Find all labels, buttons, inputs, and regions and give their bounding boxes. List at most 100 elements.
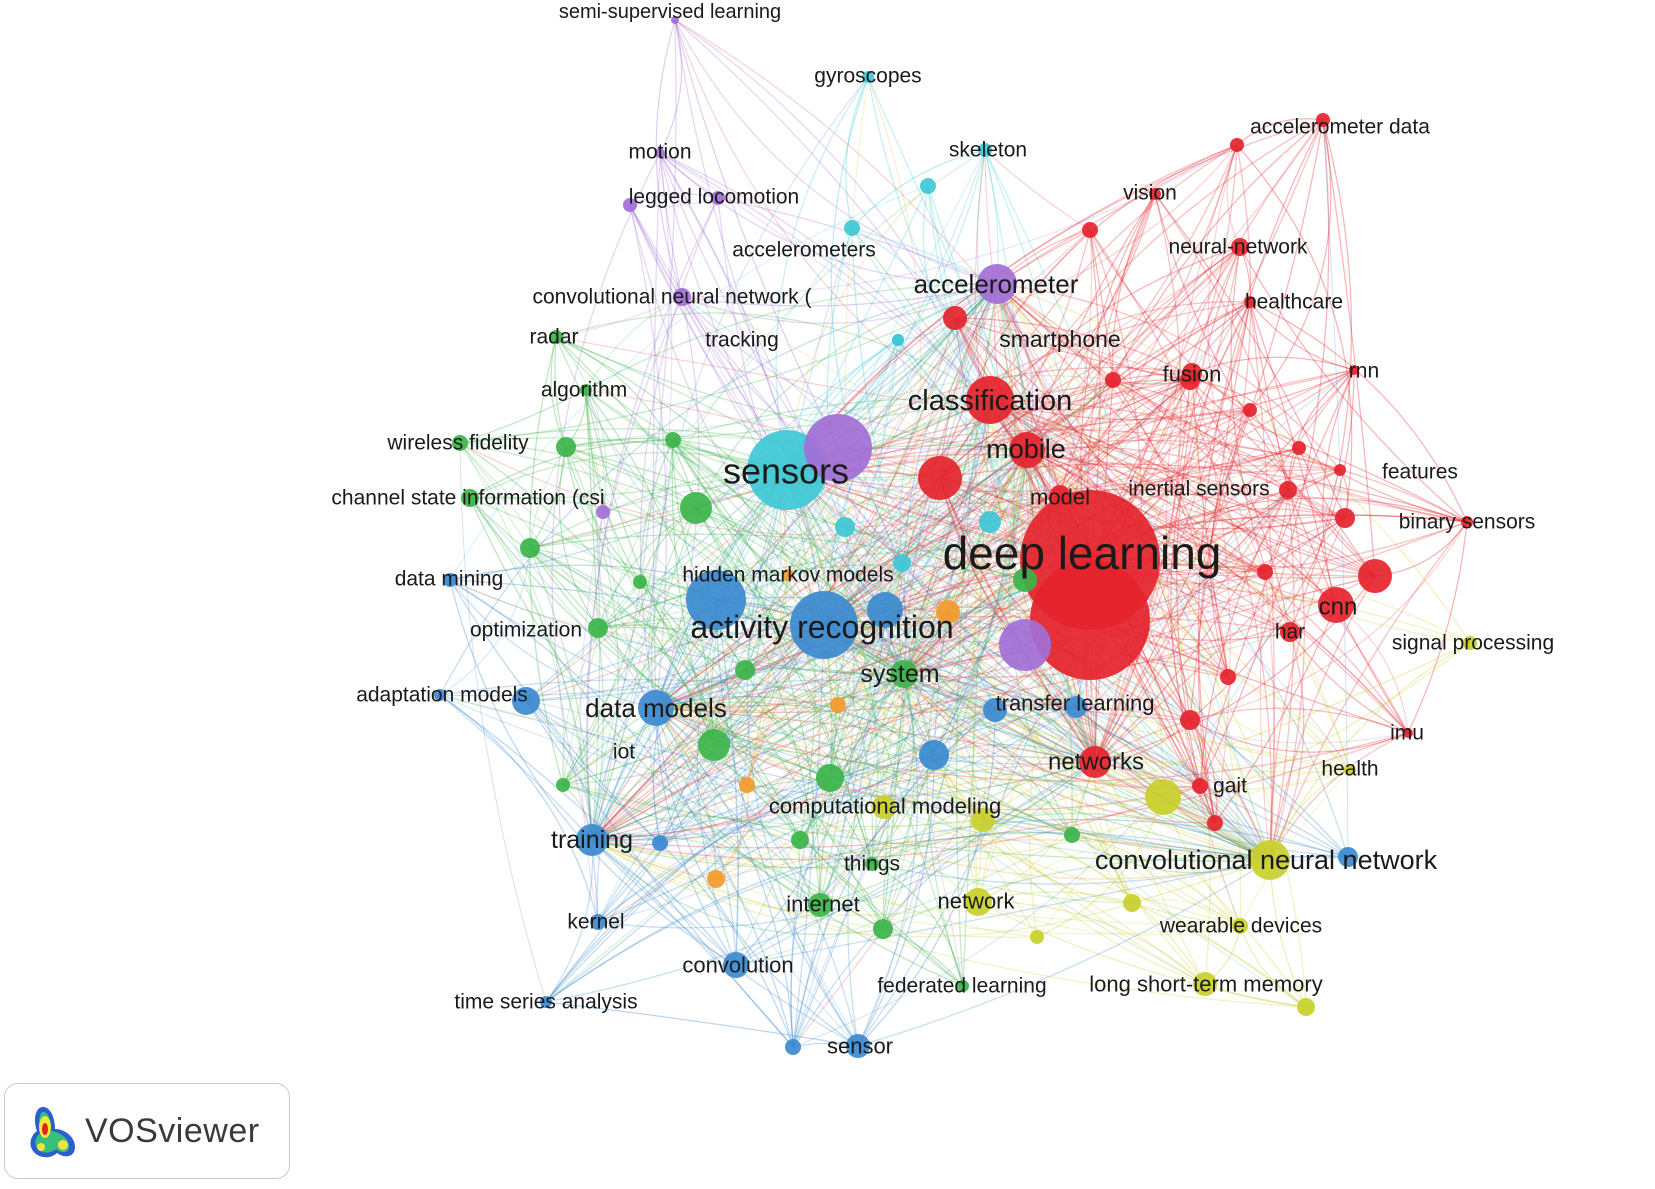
node-algorithm[interactable] — [580, 384, 592, 396]
node-convolutional-neural-network[interactable] — [1250, 840, 1290, 880]
node-things[interactable] — [865, 857, 879, 871]
label-convolution[interactable]: convolution — [682, 953, 793, 978]
node-extra-9[interactable] — [835, 517, 855, 537]
node-extra-47[interactable] — [920, 178, 936, 194]
node-long-short-term-memory[interactable] — [1193, 972, 1217, 996]
node-extra-8[interactable] — [979, 511, 1001, 533]
node-extra-24[interactable] — [971, 808, 995, 832]
label-classification[interactable]: classification — [908, 385, 1072, 417]
node-kernel[interactable] — [590, 914, 606, 930]
node-extra-34[interactable] — [735, 660, 755, 680]
node-extra-26[interactable] — [1297, 998, 1315, 1016]
label-accelerometer[interactable]: accelerometer — [914, 269, 1079, 299]
node-extra-17[interactable] — [1082, 222, 1098, 238]
node-time-series-analysis[interactable] — [540, 996, 552, 1008]
label-computational-modeling[interactable]: computational modeling — [769, 794, 1001, 819]
node-smartphone[interactable] — [943, 306, 967, 330]
node-extra-27[interactable] — [1207, 815, 1223, 831]
node-extra-4[interactable] — [686, 570, 746, 630]
label-accelerometers[interactable]: accelerometers — [732, 239, 876, 262]
node-binary-sensors[interactable] — [1461, 516, 1473, 528]
node-wearable-devices[interactable] — [1232, 918, 1248, 934]
node-data-mining[interactable] — [443, 573, 457, 587]
node-extra-28[interactable] — [1064, 827, 1080, 843]
label-accelerometer-data[interactable]: accelerometer data — [1250, 116, 1430, 139]
label-healthcare[interactable]: healthcare — [1245, 291, 1343, 314]
node-extra-14[interactable] — [1257, 564, 1273, 580]
label-legged-locomotion[interactable]: legged locomotion — [629, 186, 799, 209]
node-extra-51[interactable] — [1316, 113, 1330, 127]
label-deep-learning[interactable]: deep learning — [943, 527, 1222, 579]
node-extra-25[interactable] — [1338, 847, 1358, 867]
label-gyroscopes[interactable]: gyroscopes — [814, 65, 921, 88]
label-fusion[interactable]: fusion — [1163, 362, 1222, 387]
node-health[interactable] — [1344, 764, 1356, 776]
label-gait[interactable]: gait — [1213, 775, 1247, 798]
node-extra-10[interactable] — [893, 554, 911, 572]
node-extra-43[interactable] — [665, 432, 681, 448]
node-extra-37[interactable] — [873, 919, 893, 939]
label-mobile[interactable]: mobile — [986, 434, 1066, 464]
node-adaptation-models[interactable] — [434, 689, 446, 701]
node-extra-41[interactable] — [633, 575, 647, 589]
node-extra-11[interactable] — [1013, 568, 1037, 592]
node-neural-network[interactable] — [1231, 238, 1249, 256]
node-features[interactable] — [1334, 464, 1346, 476]
node-mobile[interactable] — [1009, 432, 1045, 468]
label-tracking[interactable]: tracking — [705, 329, 779, 352]
node-channel-state-information[interactable] — [461, 489, 479, 507]
node-extra-40[interactable] — [520, 538, 540, 558]
label-convolutional-neural-network-paren[interactable]: convolutional neural network ( — [533, 286, 812, 309]
label-data-mining[interactable]: data mining — [395, 568, 504, 591]
node-radar[interactable] — [549, 330, 563, 344]
label-vision[interactable]: vision — [1123, 182, 1177, 205]
node-federated-learning[interactable] — [957, 980, 969, 992]
node-internet[interactable] — [808, 893, 832, 917]
label-semi-supervised-learning[interactable]: semi-supervised learning — [559, 1, 781, 23]
node-system[interactable] — [890, 660, 918, 688]
node-rnn[interactable] — [1349, 365, 1359, 375]
node-extra-0[interactable] — [918, 456, 962, 500]
node-gait[interactable] — [1192, 778, 1208, 794]
label-motion[interactable]: motion — [628, 141, 691, 164]
node-model[interactable] — [1050, 485, 1070, 505]
node-extra-48[interactable] — [711, 191, 725, 205]
node-computational-modeling[interactable] — [872, 795, 896, 819]
label-smartphone[interactable]: smartphone — [999, 326, 1120, 352]
label-binary-sensors[interactable]: binary sensors — [1399, 511, 1536, 534]
label-model[interactable]: model — [1030, 485, 1090, 510]
node-extra-21[interactable] — [1145, 779, 1181, 815]
label-features[interactable]: features — [1382, 461, 1458, 484]
node-extra-29[interactable] — [919, 740, 949, 770]
node-extra-31[interactable] — [830, 697, 846, 713]
label-activity-recognition[interactable]: activity recognition — [690, 609, 953, 645]
label-imu[interactable]: imu — [1390, 722, 1424, 745]
node-extra-50[interactable] — [1180, 370, 1200, 390]
label-convolutional-neural-network[interactable]: convolutional neural network — [1095, 845, 1438, 875]
node-skeleton[interactable] — [978, 143, 992, 157]
node-extra-6[interactable] — [936, 600, 960, 624]
node-extra-18[interactable] — [1243, 403, 1257, 417]
label-har[interactable]: har — [1275, 621, 1305, 644]
node-healthcare[interactable] — [1244, 296, 1256, 308]
node-extra-46[interactable] — [785, 1039, 801, 1055]
label-neural-network[interactable]: neural-network — [1169, 236, 1308, 259]
node-extra-16[interactable] — [1105, 372, 1121, 388]
label-time-series-analysis[interactable]: time series analysis — [454, 991, 637, 1014]
node-extra-20[interactable] — [1180, 710, 1200, 730]
node-optimization[interactable] — [588, 618, 608, 638]
label-things[interactable]: things — [844, 853, 900, 876]
label-data-models[interactable]: data models — [585, 693, 727, 723]
label-sensors[interactable]: sensors — [723, 451, 849, 492]
node-extra-36[interactable] — [791, 831, 809, 849]
node-extra-15[interactable] — [1292, 441, 1306, 455]
node-extra-44[interactable] — [596, 505, 610, 519]
node-extra-1[interactable] — [1030, 560, 1150, 680]
node-extra-45[interactable] — [512, 687, 540, 715]
node-convolution[interactable] — [723, 952, 749, 978]
label-training[interactable]: training — [551, 826, 633, 854]
node-iot[interactable] — [698, 729, 730, 761]
node-training[interactable] — [576, 824, 608, 856]
node-inertial-sensors[interactable] — [1279, 481, 1297, 499]
